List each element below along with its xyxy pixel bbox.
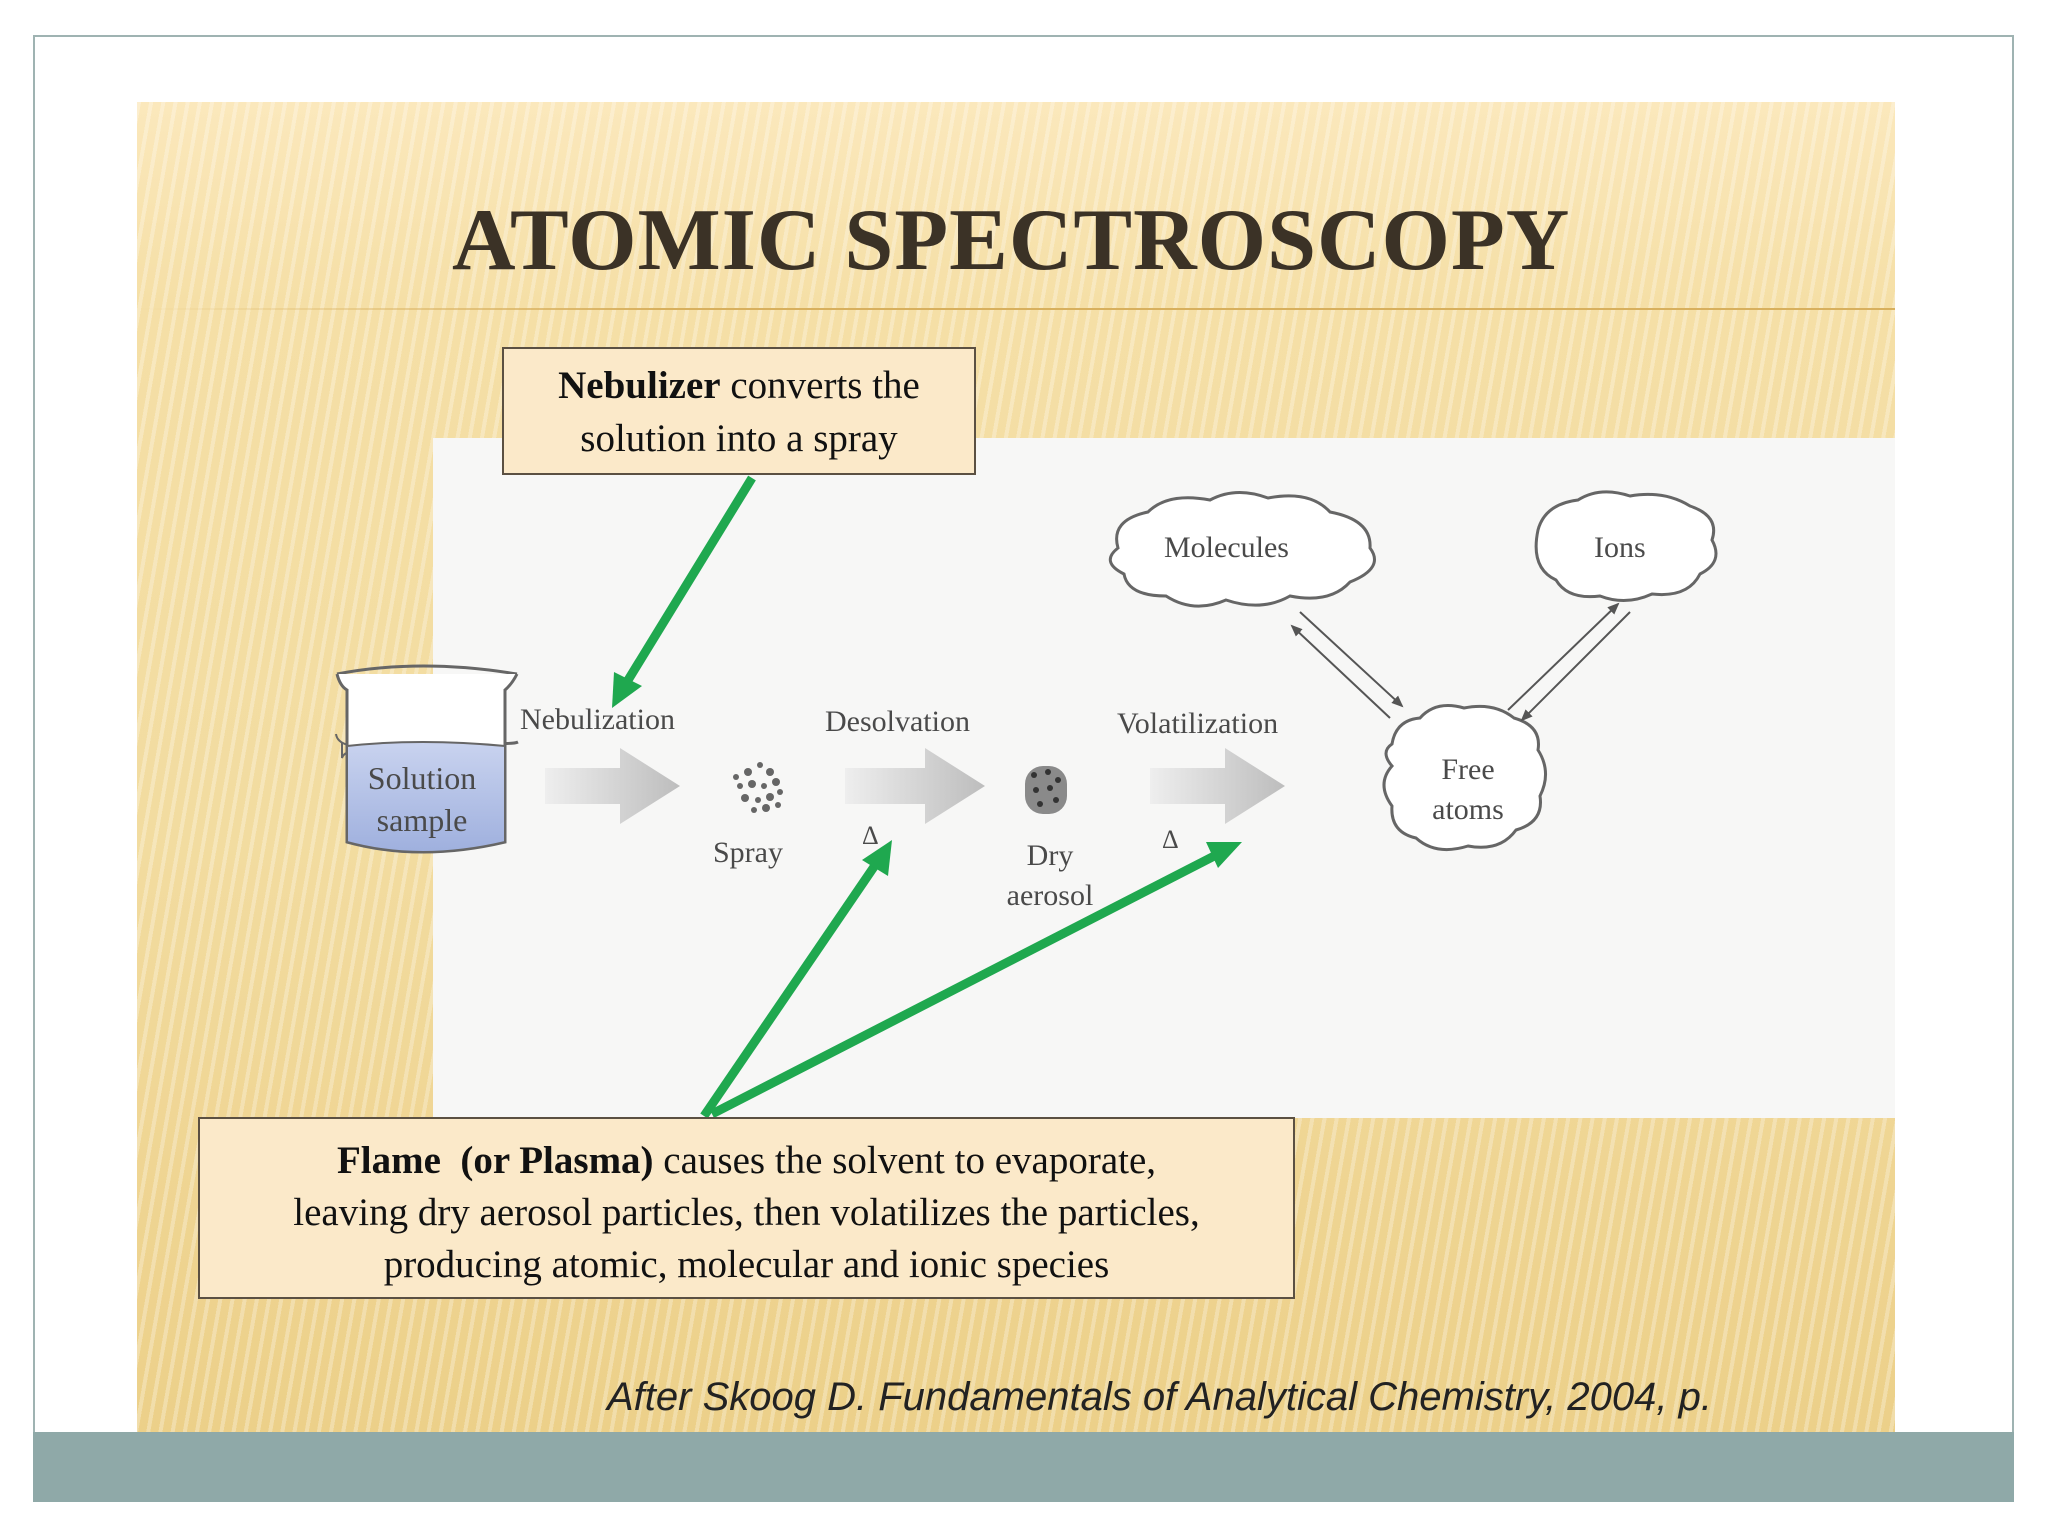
nebulizer-callout-line-1: Nebulizer converts the [504,359,974,412]
equilibrium-arrows-ions [1507,602,1631,722]
molecules-label: Molecules [1164,531,1289,564]
heat-symbol-volatilization: Δ [1162,825,1179,854]
footer-bar [33,1432,2014,1502]
volatilization-arrow [1150,748,1285,824]
desolvation-arrow [845,748,985,824]
dry-aerosol-label: Dry aerosol [1000,836,1100,916]
citation-text: After Skoog D. Fundamentals of Analytica… [607,1375,1712,1419]
beaker-label: Solution sample [356,757,488,841]
volatilization-label: Volatilization [1117,707,1279,740]
spray-droplets-icon [733,762,783,813]
slide-title: ATOMIC SPECTROSCOPY [452,192,1571,289]
free-atoms-label: Free atoms [1418,750,1518,830]
flame-callout-line-1: Flame (or Plasma) causes the solvent to … [200,1135,1293,1187]
flame-callout: Flame (or Plasma) causes the solvent to … [198,1117,1295,1299]
nebulization-arrow [545,748,680,824]
molecules-cloud-icon [1108,491,1376,608]
dry-aerosol-line-1: Dry [1026,839,1074,872]
desolvation-label: Desolvation [825,705,970,738]
spray-label: Spray [713,836,783,869]
flame-pointer-arrow-volatilization [709,842,1242,1119]
title-rule [137,308,1895,310]
free-atoms-cloud-icon [1382,704,1547,852]
flame-term: Flame (or Plasma) [336,1139,654,1182]
ions-label: Ions [1594,531,1646,564]
nebulizer-term: Nebulizer [558,364,721,407]
flame-callout-line-2: leaving dry aerosol particles, then vola… [293,1191,1200,1234]
flame-text-1: causes the solvent to evaporate, [653,1139,1157,1182]
dry-aerosol-line-2: aerosol [1006,879,1094,912]
free-atoms-line-2: atoms [1432,793,1504,826]
nebulizer-text-1: converts the [720,364,920,407]
nebulizer-pointer-arrow [612,475,756,708]
beaker-label-line-2: sample [376,802,468,838]
dry-aerosol-icon [1025,766,1067,814]
ions-cloud-icon [1534,490,1718,602]
flame-pointer-arrow-desolvation [700,840,892,1119]
equilibrium-arrows-molecules [1290,611,1404,719]
heat-symbol-desolvation: Δ [862,821,879,850]
beaker-icon [335,664,519,854]
flame-callout-line-3: producing atomic, molecular and ionic sp… [383,1243,1110,1286]
nebulization-label: Nebulization [520,703,675,736]
nebulizer-callout: Nebulizer converts the solution into a s… [502,347,976,475]
free-atoms-line-1: Free [1441,753,1495,786]
beaker-label-line-1: Solution [367,760,477,796]
nebulizer-callout-line-2: solution into a spray [580,417,898,460]
